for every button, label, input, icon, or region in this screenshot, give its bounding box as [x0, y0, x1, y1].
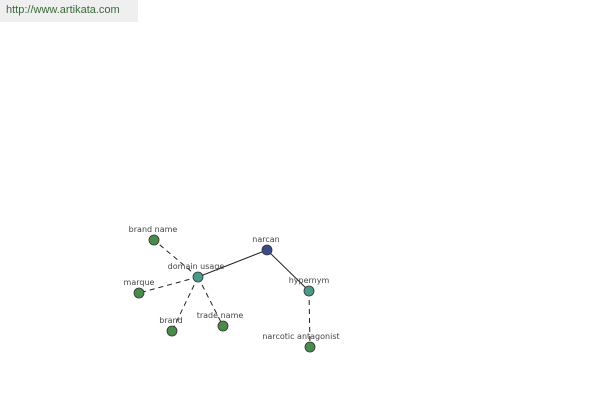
node-label-narcotic-antagonist[interactable]: narcotic antagonist	[262, 332, 339, 341]
node-label-trade-name[interactable]: trade name	[197, 311, 244, 320]
edge-domain-usage-marque	[138, 276, 199, 294]
node-label-domain-usage[interactable]: domain usage	[168, 262, 225, 271]
node-narcan[interactable]: narcan	[252, 235, 280, 256]
edge-narcan-domain-usage	[197, 249, 268, 278]
node-trade-name[interactable]: trade name	[197, 311, 244, 332]
nodes-layer: narcan domain usage hypernym brand name marq…	[124, 225, 340, 353]
edges-layer	[138, 239, 311, 348]
edge-domain-usage-trade-name	[197, 276, 224, 327]
node-narcotic-antagonist[interactable]: narcotic antagonist	[262, 332, 340, 353]
edge-narcan-hypernym	[266, 249, 310, 292]
node-circle-domain-usage[interactable]	[192, 271, 204, 283]
node-circle-marque[interactable]	[133, 287, 145, 299]
node-label-brand[interactable]: brand	[159, 316, 182, 325]
node-label-marque[interactable]: marque	[124, 278, 155, 287]
node-marque[interactable]: marque	[124, 278, 155, 299]
node-label-narcan[interactable]: narcan	[252, 235, 279, 244]
node-brand[interactable]: brand	[159, 316, 183, 337]
node-circle-hypernym[interactable]	[303, 285, 315, 297]
node-label-brand-name[interactable]: brand name	[129, 225, 178, 234]
node-circle-brand[interactable]	[166, 325, 178, 337]
node-circle-narcotic-antagonist[interactable]	[304, 341, 316, 353]
node-domain-usage[interactable]: domain usage	[168, 262, 225, 283]
node-circle-trade-name[interactable]	[217, 320, 229, 332]
node-label-hypernym[interactable]: hypernym	[289, 276, 330, 285]
edge-domain-usage-brand-name	[153, 239, 199, 278]
node-circle-narcan[interactable]	[261, 244, 273, 256]
node-brand-name[interactable]: brand name	[129, 225, 178, 246]
site-url[interactable]: http://www.artikata.com	[0, 0, 138, 22]
node-hypernym[interactable]: hypernym	[289, 276, 330, 297]
edge-domain-usage-brand	[171, 276, 199, 332]
edge-hypernym-narcotic-antagonist	[308, 290, 311, 348]
node-circle-brand-name[interactable]	[148, 234, 160, 246]
